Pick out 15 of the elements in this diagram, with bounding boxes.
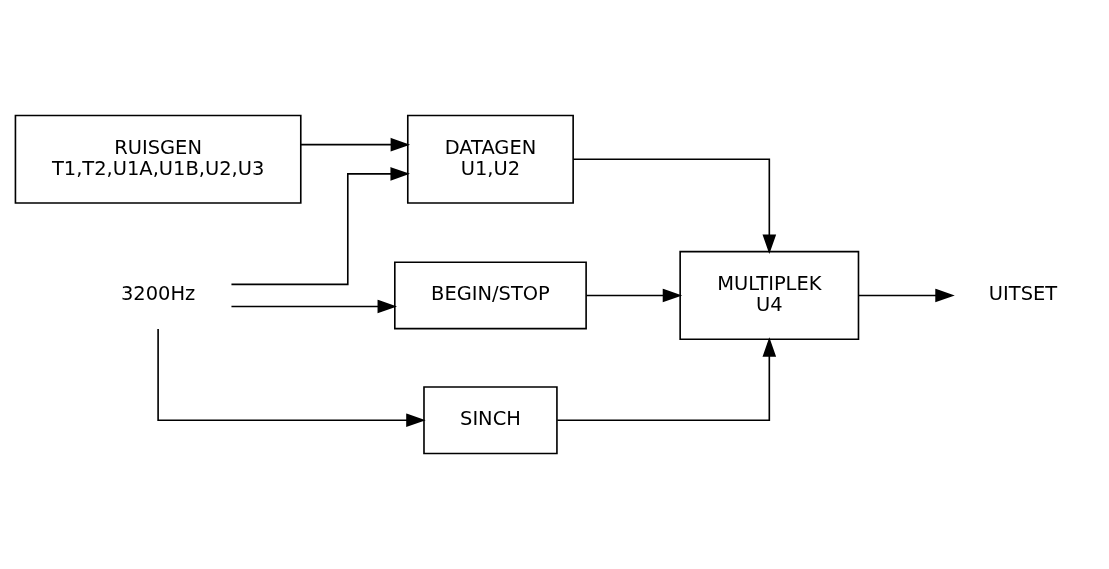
arrow — [230, 299, 397, 314]
node-box: RUISGEN T1,T2,U1A,U1B,U2,U3 — [14, 114, 302, 204]
node-box: MULTIPLEK U4 — [679, 250, 860, 341]
arrow — [157, 328, 426, 428]
node-text: 3200Hz — [120, 282, 196, 306]
arrow — [556, 337, 777, 422]
node-box: DATAGEN U1,U2 — [406, 114, 574, 204]
node-box: BEGIN/STOP — [394, 261, 587, 330]
arrow — [585, 288, 683, 303]
arrow — [230, 167, 410, 286]
node-box: SINCH — [423, 386, 558, 455]
node-text: UITSET — [988, 282, 1058, 306]
arrow — [300, 137, 411, 152]
arrow — [572, 158, 777, 255]
arrow — [857, 288, 955, 303]
